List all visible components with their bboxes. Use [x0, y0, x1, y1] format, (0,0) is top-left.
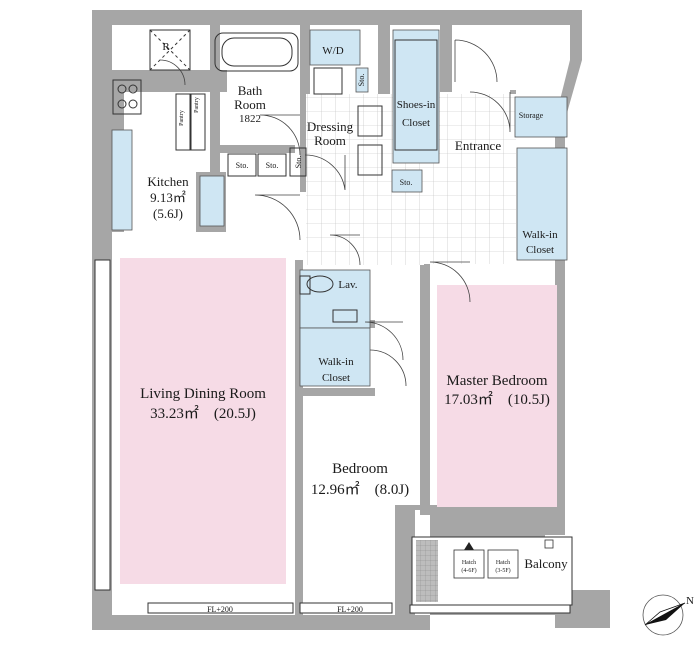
walk-in-closet-2-label-2: Closet — [322, 372, 350, 384]
sto-cabinet-2 — [257, 153, 287, 177]
bedroom-label-2: 12.96㎡ (8.0J) — [311, 481, 409, 498]
fixtures — [112, 29, 438, 323]
storage-area — [514, 96, 568, 138]
master-bedroom-floor — [437, 285, 557, 507]
shoes-in-closet-area — [392, 29, 440, 164]
shoes-in-closet-label-2: Closet — [402, 117, 430, 129]
floor-level-label-1: FL+200 — [207, 605, 233, 614]
pantry-2-label: Pantry — [194, 97, 200, 113]
sto-entrance — [391, 169, 423, 193]
vanity-1 — [357, 105, 383, 137]
sto-label-5: Sto. — [400, 178, 413, 187]
balcony-label: Balcony — [524, 556, 568, 571]
dressing-room-label-1: Dressing — [307, 119, 354, 134]
door-swings — [159, 39, 511, 387]
hatch-2-label-2: (3-5F) — [495, 567, 510, 574]
living-dining-floor — [120, 258, 286, 584]
bath-room-label-2: Room — [234, 97, 266, 112]
walk-in-closet-2-label-1: Walk-in — [318, 356, 354, 368]
walk-in-closet-1-label-1: Walk-in — [522, 229, 558, 241]
stove — [112, 79, 142, 115]
refrigerator-cross — [149, 29, 191, 71]
lavatory-label: Lav. — [338, 279, 357, 291]
balcony-outlet — [544, 539, 554, 549]
pantry-1-label: Pantry — [179, 110, 185, 126]
sto-label-3: Sto. — [294, 156, 303, 169]
hatch-1-box — [453, 549, 485, 579]
dressing-room-label-2: Room — [314, 133, 346, 148]
sto-cabinet-3 — [289, 147, 307, 177]
sto-dressing — [355, 67, 369, 93]
refrigerator-box — [149, 29, 191, 71]
shoes-in-closet-label-1: Shoes-in — [397, 99, 436, 111]
kitchen-label-1: Kitchen — [147, 174, 189, 189]
refrigerator-label: R — [162, 41, 170, 53]
lavatory-sink — [332, 309, 358, 323]
shoes-shelf — [394, 39, 438, 151]
wd-label: W/D — [322, 45, 343, 57]
bathtub — [214, 32, 299, 72]
master-bedroom-label-1: Master Bedroom — [446, 373, 548, 389]
kitchen-label-2: 9.13㎡ — [150, 190, 186, 205]
bedroom-label-1: Bedroom — [332, 461, 388, 477]
toilet-bowl — [306, 275, 334, 293]
closet-areas — [111, 29, 568, 387]
hatch-2-label-1: Hatch — [496, 560, 510, 566]
hatch-up-arrow — [464, 542, 474, 550]
walk-in-closet-1-label-2: Closet — [526, 244, 554, 256]
floor-level-label-2: FL+200 — [337, 605, 363, 614]
kitchen-tall-unit — [199, 175, 225, 227]
kitchen-counter — [111, 129, 133, 231]
storage-label: Storage — [519, 111, 544, 120]
compass-north-label: N — [686, 595, 694, 607]
hatch-1-label-1: Hatch — [462, 560, 476, 566]
hatch-1-label-2: (4-6F) — [461, 567, 476, 574]
sto-label-1: Sto. — [236, 161, 249, 170]
pantry-cabinet-2 — [190, 93, 206, 151]
washer — [313, 67, 343, 95]
wd-area — [309, 29, 361, 66]
balcony-grille — [416, 540, 438, 602]
kitchen-label-3: (5.6J) — [153, 206, 183, 221]
vanity-2 — [357, 144, 383, 176]
bathtub-inner — [221, 37, 293, 67]
windows — [94, 259, 571, 614]
pantry-cabinet-1 — [175, 93, 191, 151]
hatch-2-box — [487, 549, 519, 579]
toilet-tank — [299, 275, 311, 295]
living-dining-label-1: Living Dining Room — [140, 386, 266, 402]
sto-cabinet-1 — [227, 153, 257, 177]
entrance-label: Entrance — [455, 138, 501, 153]
master-bedroom-label-2: 17.03㎡ (10.5J) — [444, 391, 550, 408]
hallway-tiles — [306, 190, 424, 265]
labels: R Pantry Pantry Bath Room 1822 W/D Dress… — [140, 41, 568, 614]
walk-in-closet-1-area — [516, 147, 568, 261]
bath-room-label-3: 1822 — [239, 113, 261, 125]
bath-room-label-1: Bath — [238, 83, 263, 98]
sto-label-4: Sto. — [357, 74, 366, 87]
sto-label-2: Sto. — [266, 161, 279, 170]
living-dining-label-2: 33.23㎡ (20.5J) — [150, 405, 256, 422]
compass: N — [642, 594, 694, 636]
walk-in-closet-2-area — [299, 327, 371, 387]
